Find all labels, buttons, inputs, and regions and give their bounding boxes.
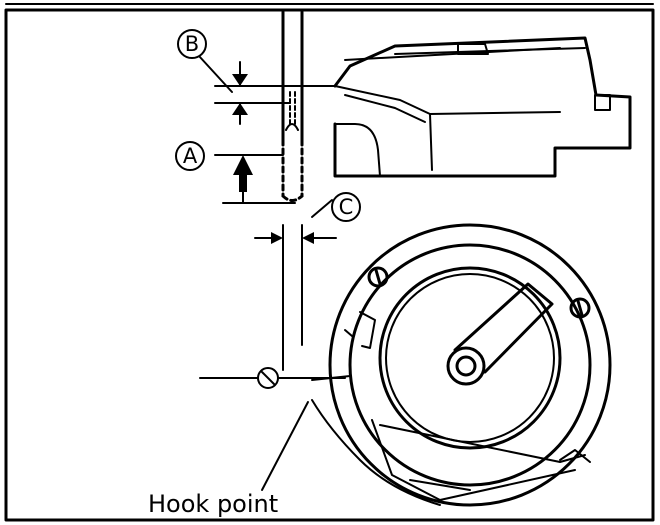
rotary-hook <box>311 223 612 507</box>
dimension-b <box>198 55 336 125</box>
needle <box>281 10 304 202</box>
dimension-c <box>254 199 337 371</box>
arrow-a-up <box>233 155 253 175</box>
label-c: C <box>331 192 361 222</box>
arrow-c-right <box>302 232 314 244</box>
arrow-b-up <box>232 103 248 115</box>
label-a: A <box>175 141 205 171</box>
label-b: B <box>177 29 207 59</box>
hook-point-caption: Hook point <box>148 490 279 518</box>
hook-point-leader <box>261 401 309 491</box>
needle-plate <box>333 36 632 178</box>
diagram-frame <box>4 8 655 522</box>
arrow-c-left <box>271 232 283 244</box>
arrow-b-down <box>232 74 248 86</box>
needle-eye <box>289 91 296 125</box>
